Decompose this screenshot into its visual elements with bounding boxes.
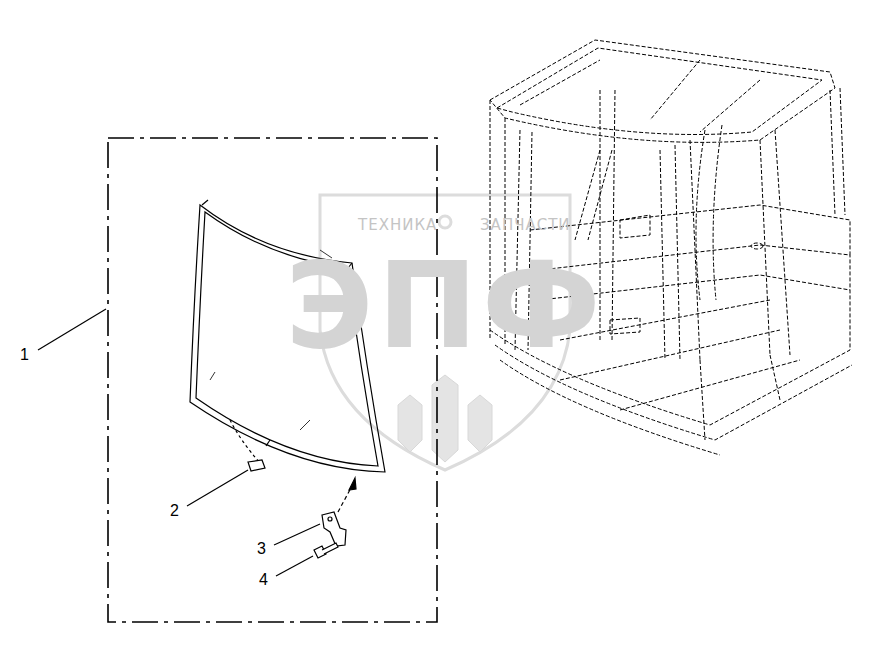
group-boundary	[108, 138, 437, 622]
clip-part	[248, 460, 265, 471]
watermark-text: ЗАПЧАСТИ	[480, 218, 571, 233]
assembly-arrow	[338, 478, 356, 512]
bolt-part	[314, 543, 338, 558]
leader-lines	[38, 309, 320, 576]
callout-number: 1	[20, 347, 29, 363]
watermark-text: ТЕХНИКА	[358, 218, 437, 233]
bracket-part	[322, 512, 346, 546]
watermark-text: ЭПФ	[285, 246, 605, 366]
callout-number: 4	[259, 572, 268, 588]
callout-number: 2	[170, 503, 179, 519]
callout-number: 3	[257, 541, 266, 557]
